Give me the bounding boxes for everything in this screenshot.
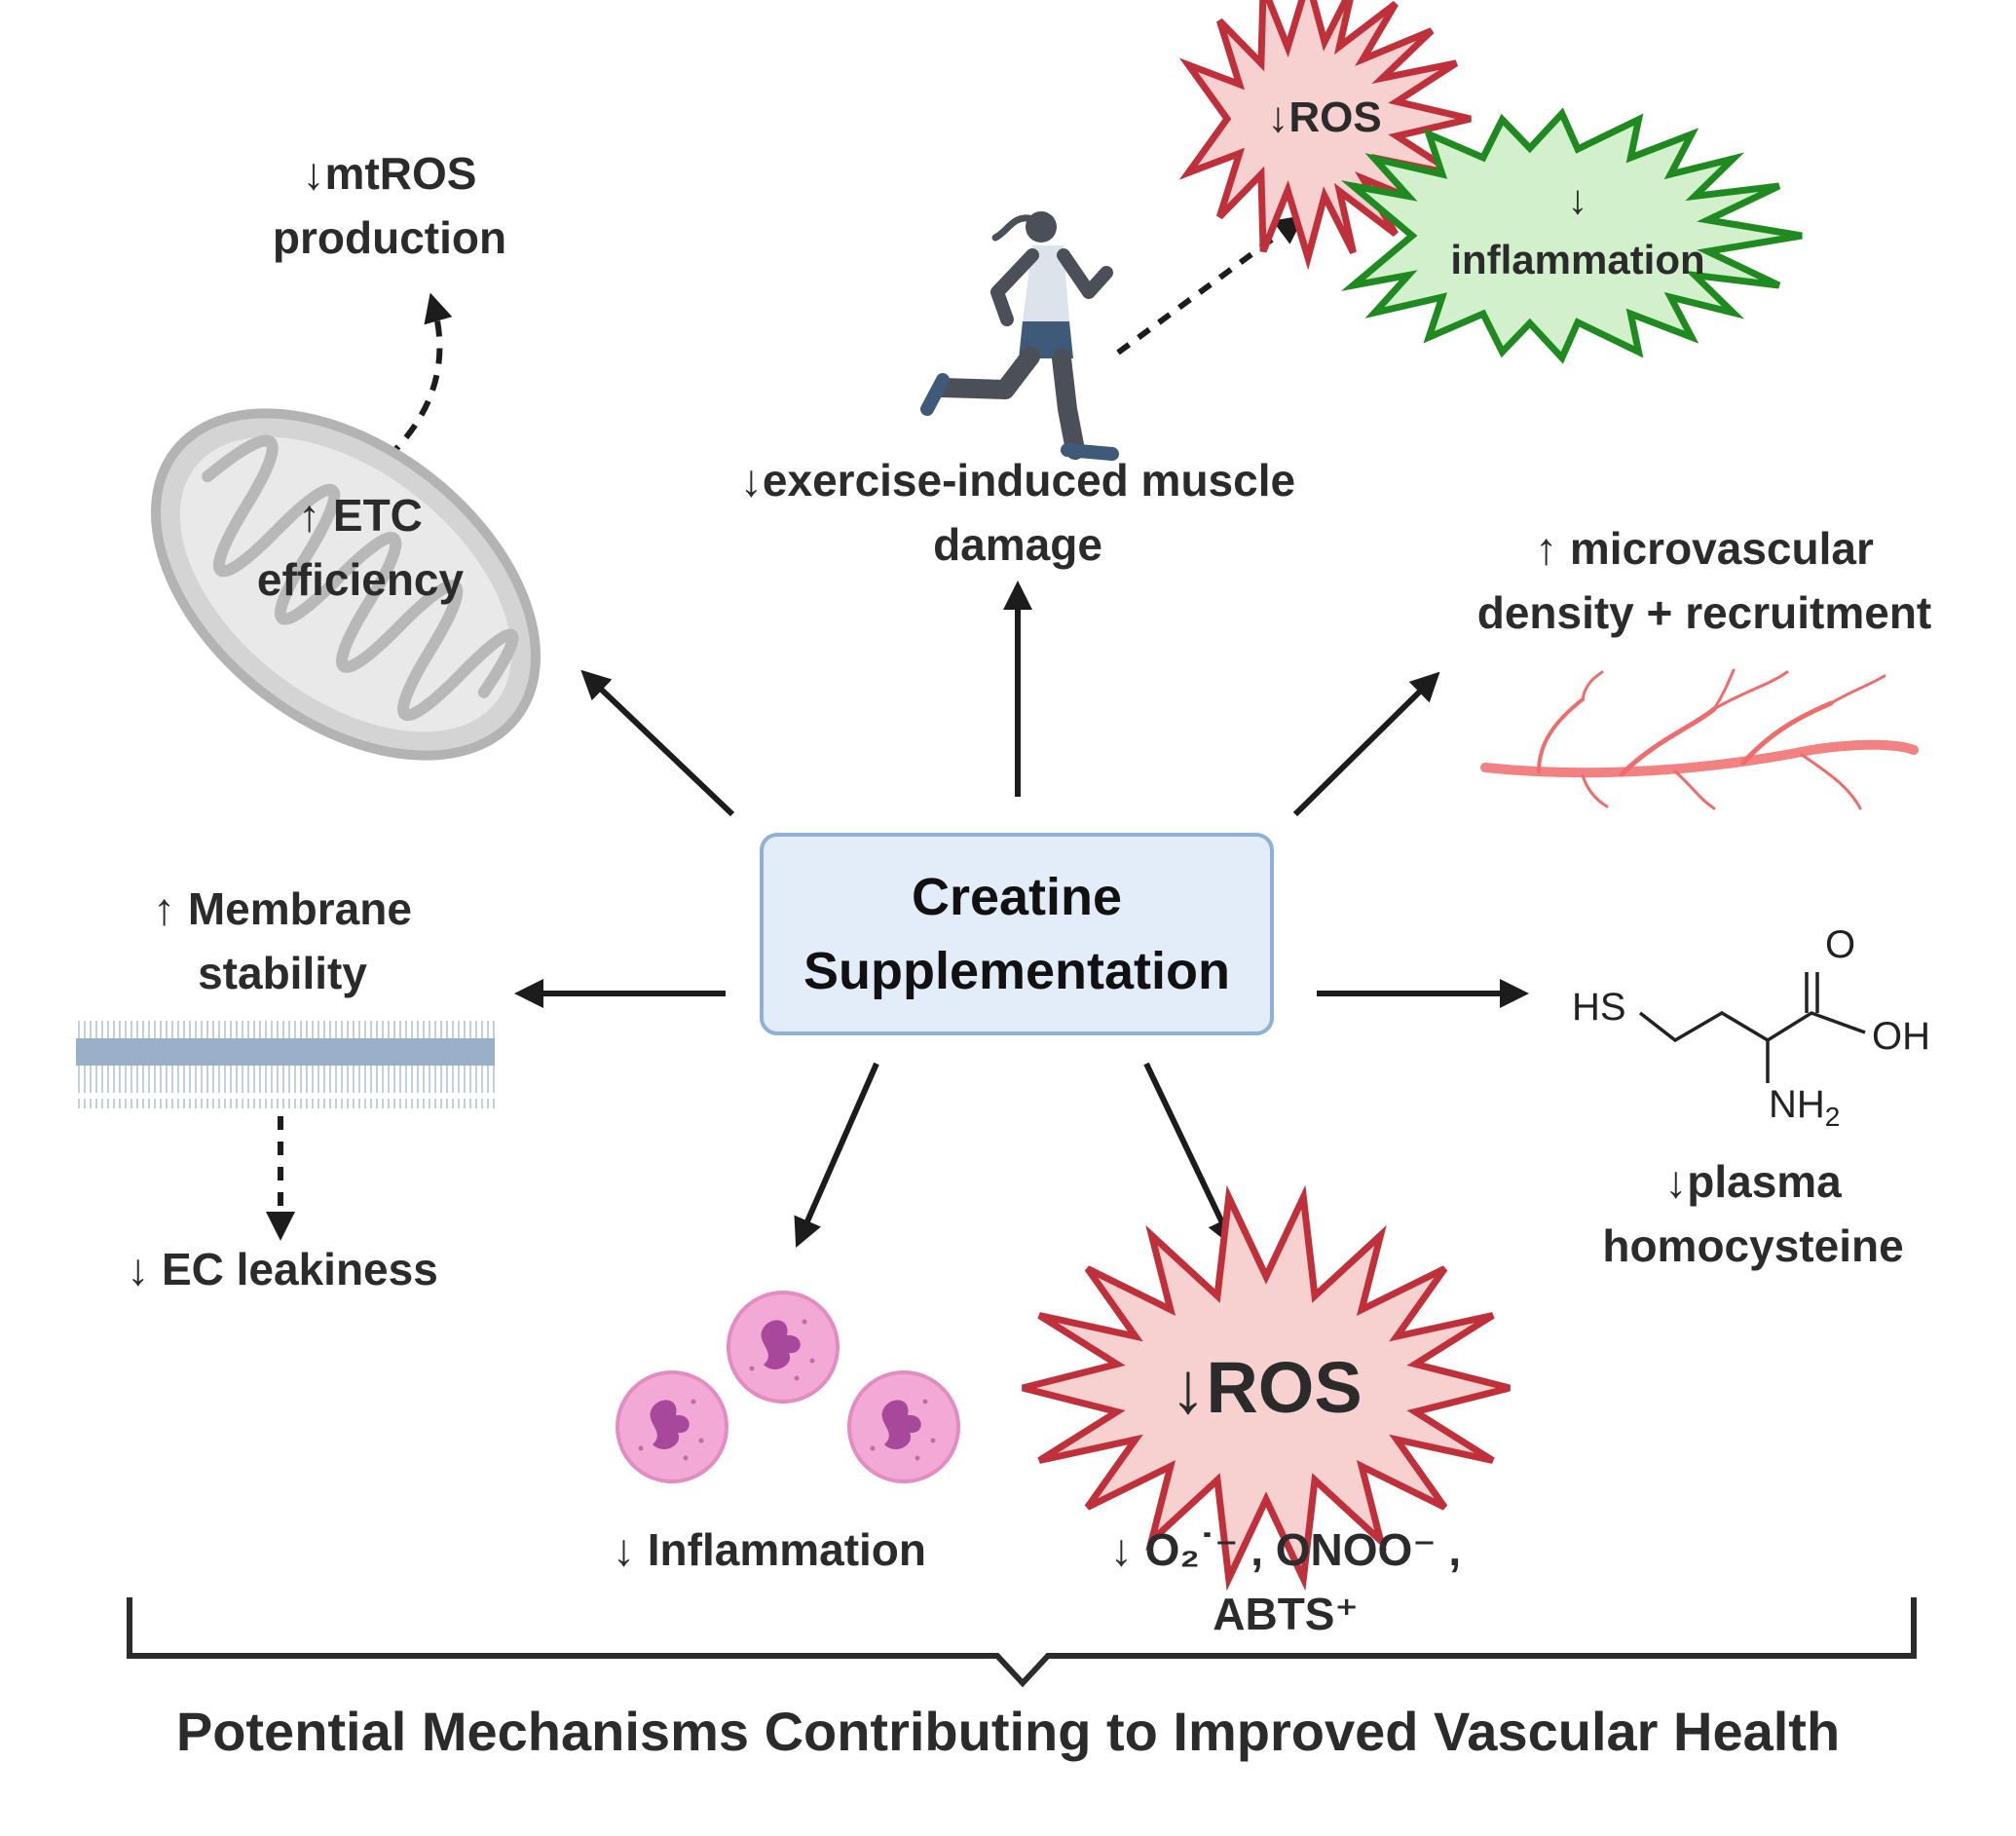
center-title-line1: Creatine (911, 868, 1123, 926)
chem-nh2-label: NH2 (1769, 1083, 1841, 1132)
ros-big-burst (1022, 1184, 1511, 1592)
inflammation-burst (1340, 107, 1803, 364)
center-title-line2: Supplementation (803, 942, 1230, 1000)
microvascular-label: ↑ microvascular density + recruitment (1476, 523, 1932, 638)
chem-o-label: O (1825, 923, 1856, 966)
chem-oh-label: OH (1872, 1015, 1930, 1058)
bottom-bracket (127, 1597, 1917, 1688)
neutrophil-icon (847, 1370, 960, 1483)
inflammation-label: ↓ Inflammation (612, 1524, 927, 1575)
mtros-label: ↓mtROS production (272, 148, 507, 263)
arrow-to-microvascular (1292, 671, 1440, 817)
exercise-damage-label: ↓exercise-induced muscle damage (739, 455, 1296, 570)
homocysteine-structure-icon (1638, 972, 1866, 1083)
dashed-arrow-mtros (385, 292, 453, 461)
arrow-to-inflammation (794, 1062, 879, 1248)
membrane-bilayer-icon (76, 1021, 495, 1108)
neutrophil-icon (727, 1291, 840, 1404)
membrane-stability-label: ↑ Membrane stability (153, 883, 412, 998)
mitochondrion-icon (150, 408, 541, 761)
creatine-supplementation-box: Creatine Supplementation (760, 833, 1274, 1035)
inflammation-small-label: ↓ inflammation (1450, 176, 1705, 282)
runner-icon (920, 211, 1119, 461)
etc-efficiency-label: ↑ ETC efficiency (256, 490, 465, 605)
neutrophil-icon (616, 1370, 728, 1483)
ec-leakiness-label: ↓ EC leakiness (127, 1244, 438, 1294)
arrow-to-mitochondria (580, 669, 735, 817)
ros-big-label: ↓ROS (1170, 1347, 1363, 1428)
neutrophil-cells-icon (616, 1291, 960, 1483)
arrow-to-ros (1143, 1062, 1235, 1248)
footer-caption: Potential Mechanisms Contributing to Imp… (175, 1701, 1841, 1762)
blood-vessel-icon (1480, 668, 1919, 810)
ros-small-label: ↓ROS (1267, 94, 1382, 141)
plasma-homocysteine-label: ↓plasma homocysteine (1602, 1156, 1904, 1271)
reactive-species-label: ↓ O₂˙⁻ , ONOO⁻ , ABTS⁺ (1109, 1524, 1462, 1639)
chem-hs-label: HS (1572, 986, 1626, 1029)
